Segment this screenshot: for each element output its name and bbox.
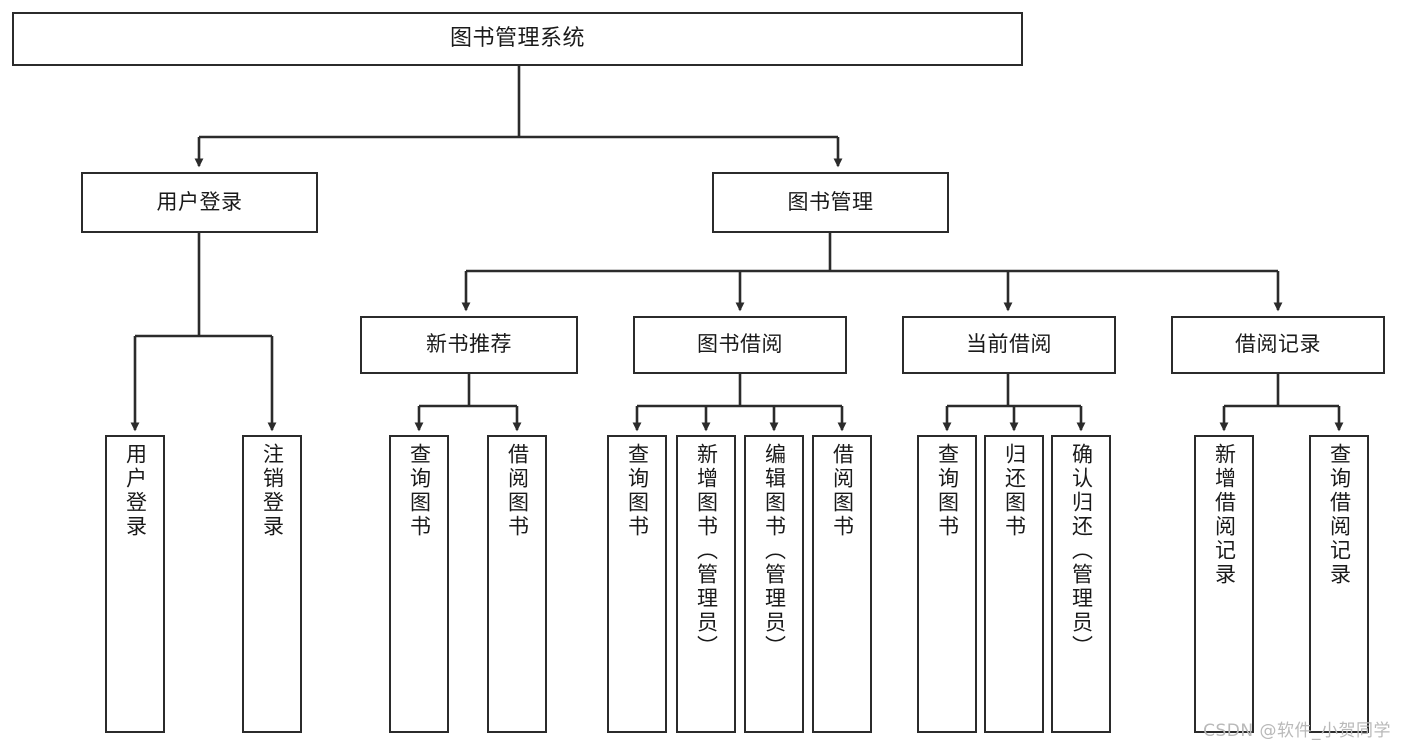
node-label: 查询图书 xyxy=(407,443,432,539)
node-leaf-edit-book[interactable]: 编辑图书（管理员） xyxy=(744,435,804,733)
node-root-book-management-system[interactable]: 图书管理系统 xyxy=(12,12,1023,66)
node-leaf-add-record[interactable]: 新增借阅记录 xyxy=(1194,435,1254,733)
node-new-book-recommend[interactable]: 新书推荐 xyxy=(360,316,578,374)
node-label: 用户登录 xyxy=(156,189,243,214)
node-leaf-query-book-1[interactable]: 查询图书 xyxy=(389,435,449,733)
node-label: 查询图书 xyxy=(935,443,960,539)
node-label: 确认归还（管理员） xyxy=(1069,443,1094,659)
node-leaf-query-book-2[interactable]: 查询图书 xyxy=(607,435,667,733)
node-leaf-logout[interactable]: 注销登录 xyxy=(242,435,302,733)
node-leaf-query-record[interactable]: 查询借阅记录 xyxy=(1309,435,1369,733)
node-label: 借阅记录 xyxy=(1235,332,1321,357)
node-label: 注销登录 xyxy=(260,443,285,539)
node-label: 查询图书 xyxy=(625,443,650,539)
node-current-borrow[interactable]: 当前借阅 xyxy=(902,316,1116,374)
node-label: 编辑图书（管理员） xyxy=(762,443,787,659)
node-label: 查询借阅记录 xyxy=(1327,443,1352,587)
node-leaf-borrow-book-1[interactable]: 借阅图书 xyxy=(487,435,547,733)
node-leaf-confirm-return[interactable]: 确认归还（管理员） xyxy=(1051,435,1111,733)
node-label: 归还图书 xyxy=(1002,443,1027,539)
node-user-login[interactable]: 用户登录 xyxy=(81,172,318,233)
node-label: 用户登录 xyxy=(123,443,148,539)
node-leaf-user-login[interactable]: 用户登录 xyxy=(105,435,165,733)
node-label: 新增图书（管理员） xyxy=(694,443,719,659)
node-label: 图书管理系统 xyxy=(449,25,585,51)
node-label: 新增借阅记录 xyxy=(1212,443,1237,587)
node-label: 当前借阅 xyxy=(966,332,1052,357)
node-leaf-query-book-3[interactable]: 查询图书 xyxy=(917,435,977,733)
csdn-watermark: CSDN @软件_小贺同学 xyxy=(1203,721,1391,741)
node-book-manage[interactable]: 图书管理 xyxy=(712,172,949,233)
node-leaf-borrow-book-2[interactable]: 借阅图书 xyxy=(812,435,872,733)
node-label: 图书管理 xyxy=(787,189,874,214)
node-label: 新书推荐 xyxy=(426,332,512,357)
node-label: 借阅图书 xyxy=(505,443,530,539)
node-label: 图书借阅 xyxy=(697,332,783,357)
node-leaf-add-book[interactable]: 新增图书（管理员） xyxy=(676,435,736,733)
node-borrow-record[interactable]: 借阅记录 xyxy=(1171,316,1385,374)
node-leaf-return-book[interactable]: 归还图书 xyxy=(984,435,1044,733)
node-label: 借阅图书 xyxy=(830,443,855,539)
node-book-borrow[interactable]: 图书借阅 xyxy=(633,316,847,374)
